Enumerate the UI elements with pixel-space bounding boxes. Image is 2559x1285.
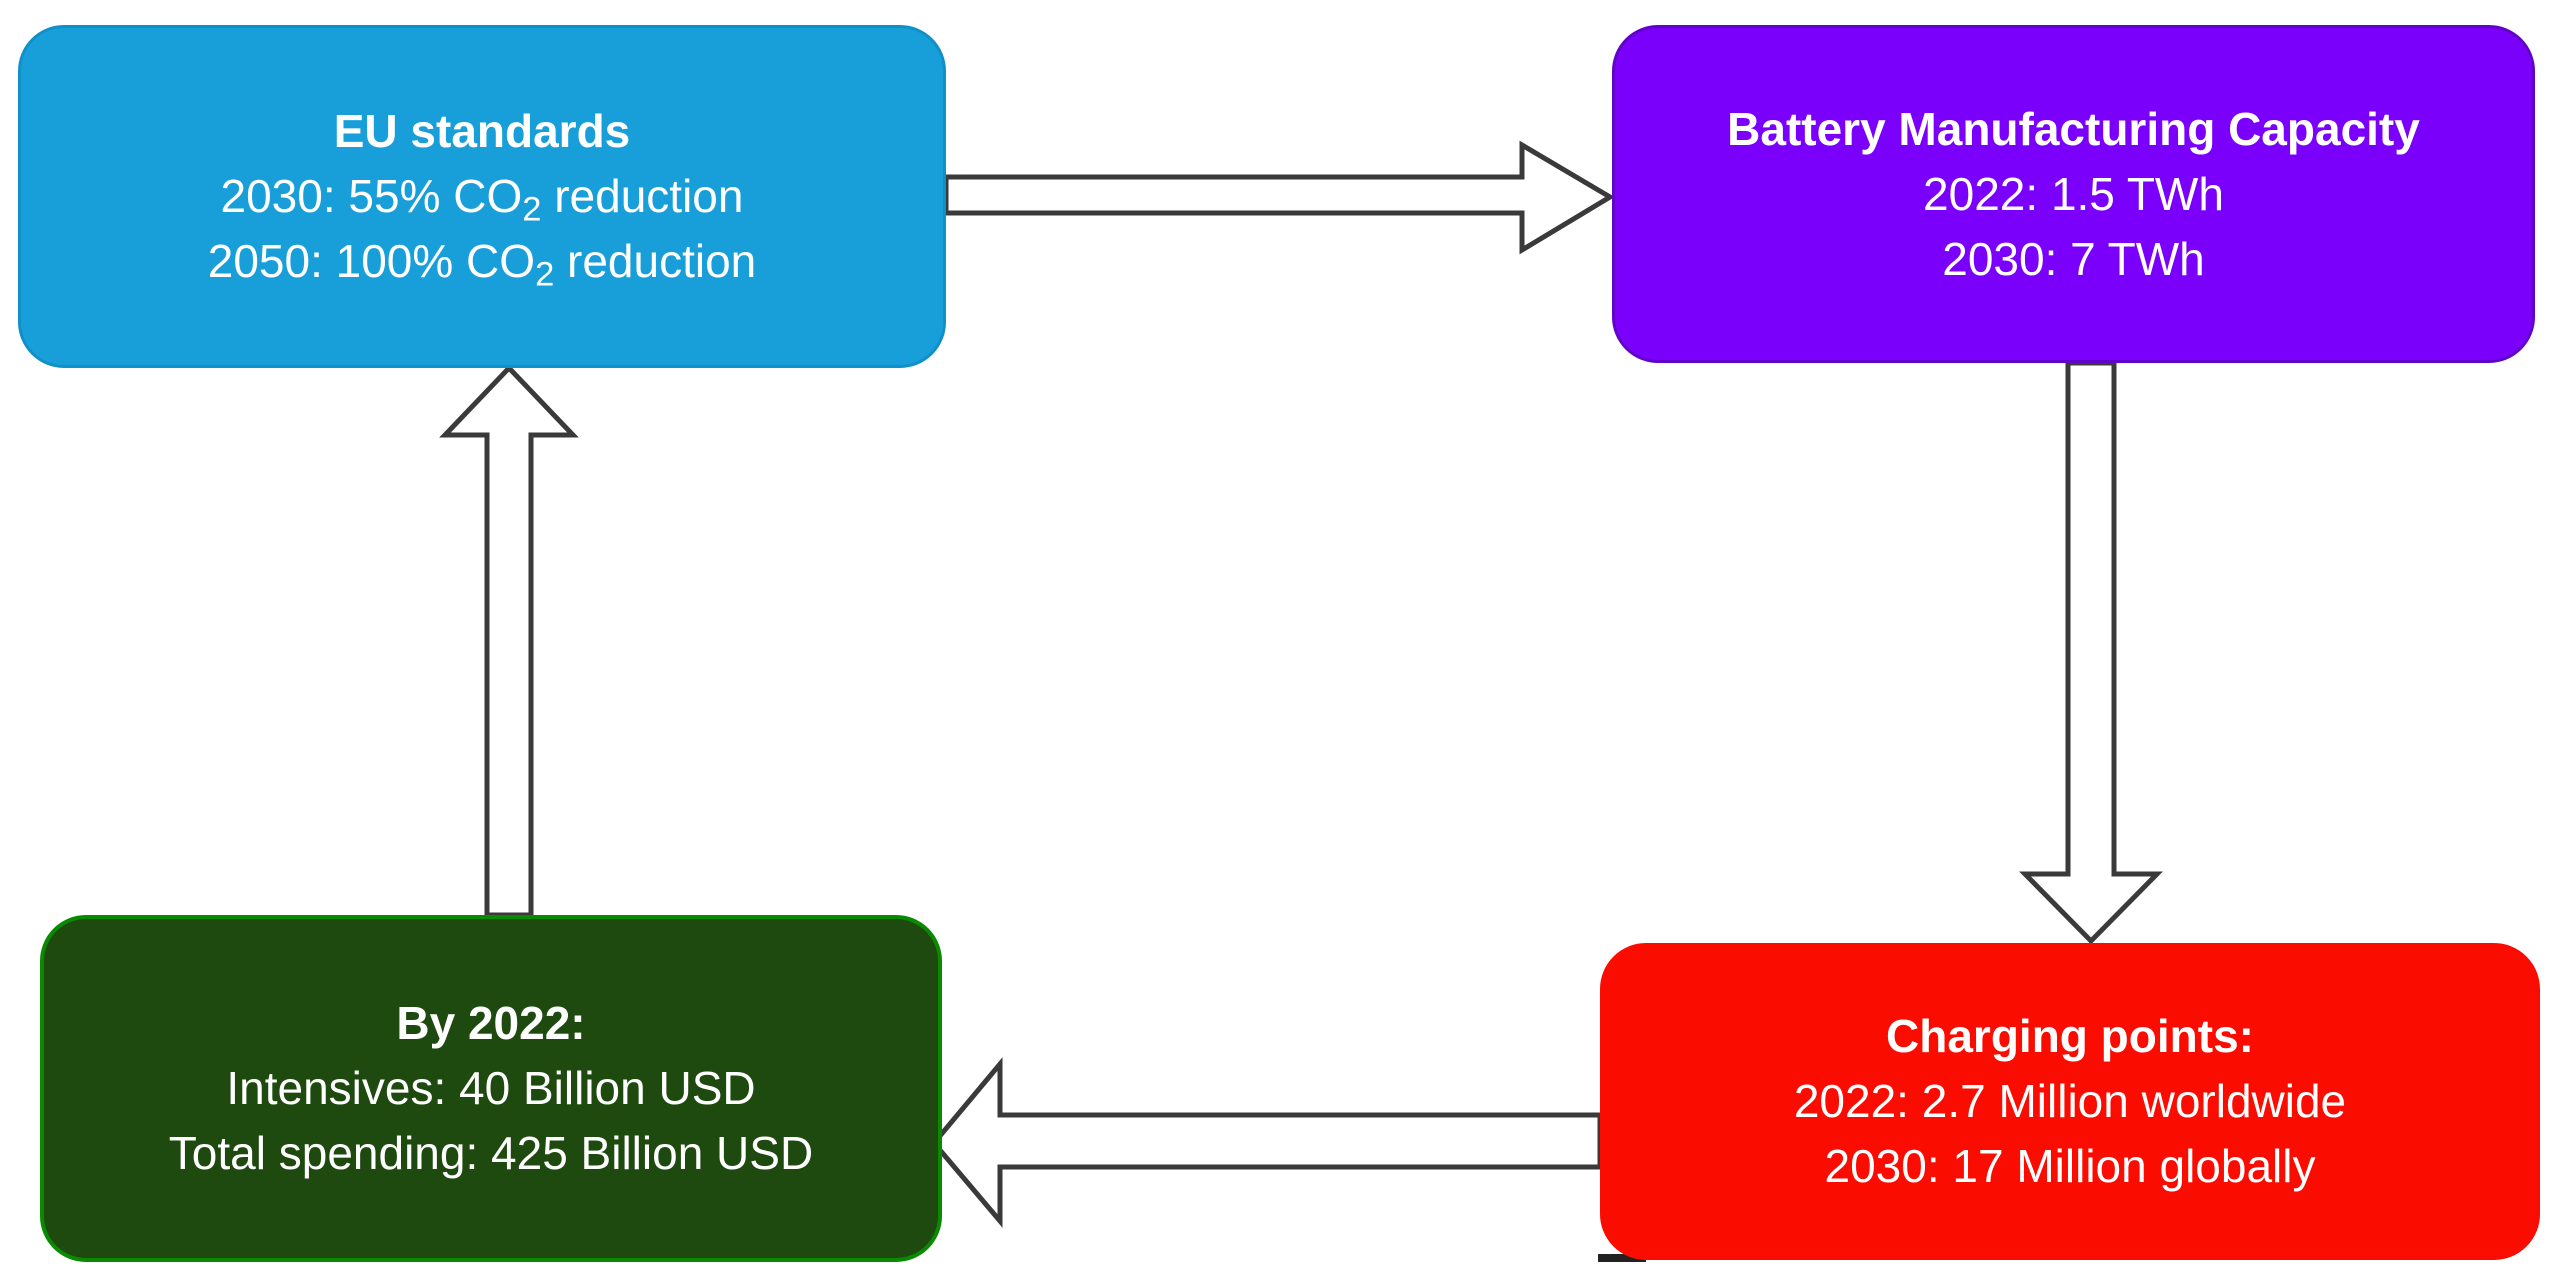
node-title: By 2022: — [396, 997, 586, 1049]
arrow-left-charging-to-spending — [930, 1057, 1603, 1228]
stray-dash-mark — [1598, 1254, 1646, 1262]
node-line: Total spending: 425 Billion USD — [168, 1127, 814, 1179]
node-spending: By 2022: Intensives: 40 Billion USD Tota… — [40, 915, 942, 1262]
node-eu-standards: EU standards 2030: 55% CO2 reduction 205… — [18, 25, 946, 368]
node-line: Intensives: 40 Billion USD — [226, 1062, 756, 1114]
arrow-down-battery-to-charging — [2019, 360, 2163, 945]
node-title: Battery Manufacturing Capacity — [1727, 102, 2420, 155]
node-charging-points: Charging points: 2022: 2.7 Million world… — [1600, 943, 2540, 1260]
arrow-up-spending-to-eu — [439, 364, 579, 918]
node-line: 2030: 17 Million globally — [1824, 1140, 2316, 1192]
node-line: 2030: 55% CO2 reduction — [220, 170, 744, 229]
node-title: EU standards — [333, 105, 631, 157]
node-line: 2022: 2.7 Million worldwide — [1793, 1075, 2347, 1127]
arrow-right-eu-to-battery — [943, 140, 1615, 255]
node-line: 2050: 100% CO2 reduction — [207, 235, 757, 294]
node-battery-capacity: Battery Manufacturing Capacity 2022: 1.5… — [1612, 25, 2535, 363]
node-title: Charging points: — [1886, 1010, 2254, 1062]
node-line: 2022: 1.5 TWh — [1923, 167, 2224, 220]
node-line: 2030: 7 TWh — [1942, 232, 2205, 285]
